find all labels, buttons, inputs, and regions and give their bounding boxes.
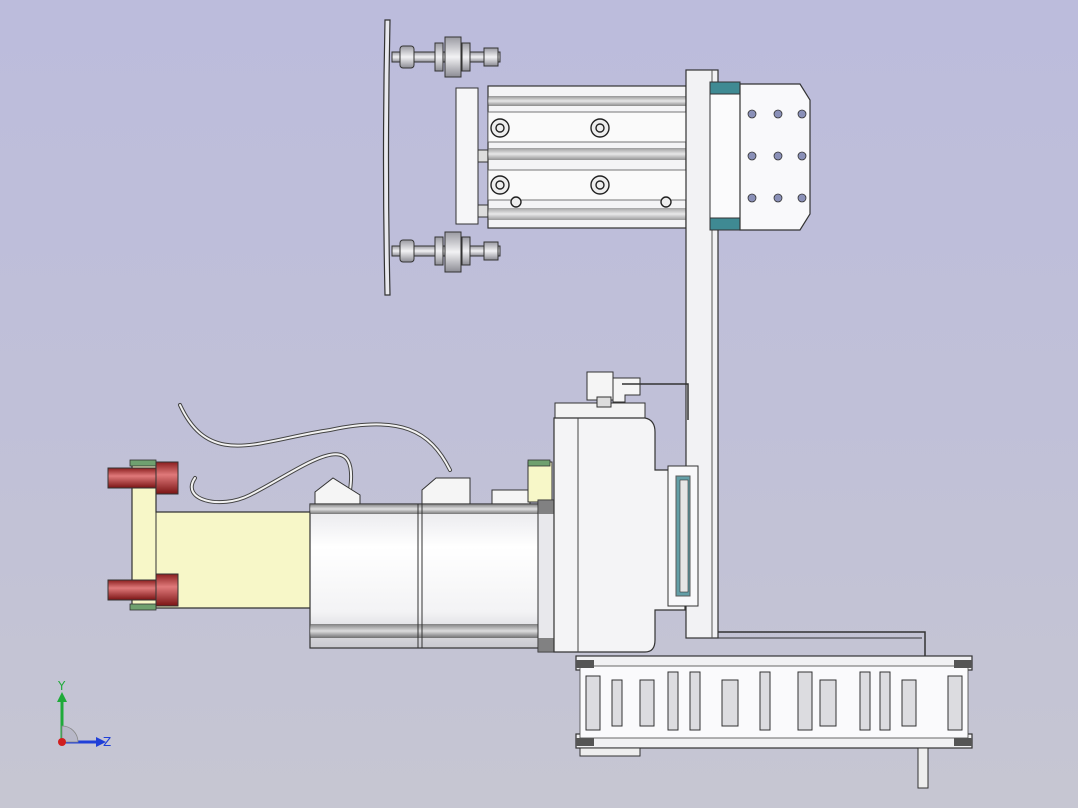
upper-stud[interactable] [391,36,501,78]
bracket-guide-line [718,631,926,660]
lower-stud[interactable] [391,231,501,273]
y-axis-label: Y [57,680,66,693]
gearbox-housing[interactable] [553,417,699,653]
gripper-plate[interactable] [382,19,391,296]
mounting-block[interactable] [709,81,811,231]
lower-fitting[interactable] [107,573,179,607]
x-axis-dot-icon [58,738,66,746]
axis-arc-icon [61,725,79,743]
cable-clamp[interactable] [554,371,689,420]
guided-cylinder[interactable] [487,85,687,229]
z-axis-label: Z [103,735,111,749]
motor-cable[interactable] [178,403,452,505]
y-arrow-head-icon [57,692,67,702]
servo-motor[interactable] [309,499,557,653]
motor-connectors[interactable] [314,459,553,507]
upper-fitting[interactable] [107,461,179,495]
z-arrow-head-icon [96,737,106,747]
orientation-triad: Y Z [57,680,111,749]
cylinder-end-plate[interactable] [455,87,479,225]
rotary-base[interactable] [575,655,973,789]
